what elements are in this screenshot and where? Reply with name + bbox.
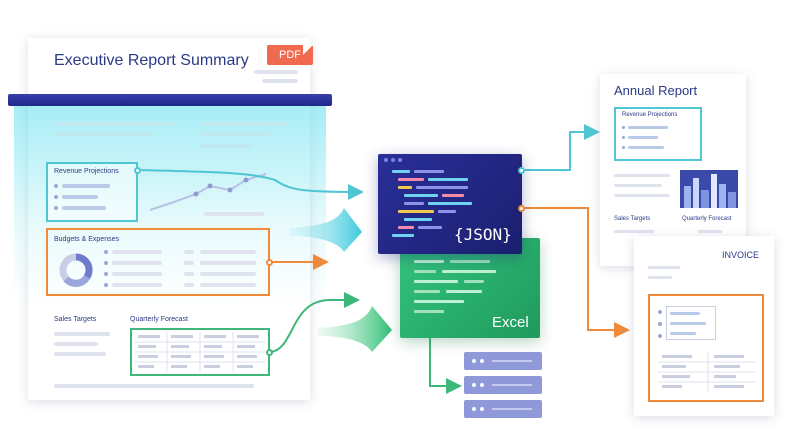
text-line xyxy=(54,122,174,126)
server-icon xyxy=(464,400,542,418)
connector-dot xyxy=(518,205,525,212)
revenue-projections-box xyxy=(46,162,138,222)
forecast-table-grid xyxy=(134,332,266,372)
scanner-bar xyxy=(8,94,332,106)
invoice-table-box xyxy=(648,294,764,402)
invoice-item-box xyxy=(666,306,716,340)
text-line xyxy=(62,206,106,210)
excel-label: Excel xyxy=(492,314,529,331)
invoice-table-grid xyxy=(658,352,756,392)
city-skyline-icon xyxy=(680,170,738,208)
text-line xyxy=(62,195,98,199)
server-icon xyxy=(464,376,542,394)
annual-revenue-box xyxy=(614,107,702,161)
connector-dot xyxy=(518,167,525,174)
text-line xyxy=(200,144,250,148)
revenue-projections-label: Revenue Projections xyxy=(54,168,119,175)
annual-report-title: Annual Report xyxy=(614,83,698,98)
text-line xyxy=(112,272,162,276)
text-line xyxy=(54,332,110,336)
text-line xyxy=(112,283,162,287)
text-line xyxy=(200,132,270,136)
city-image xyxy=(680,170,738,208)
text-line xyxy=(54,132,154,136)
text-line xyxy=(204,212,264,216)
budgets-expenses-label: Budgets & Expenses xyxy=(54,236,119,243)
json-label: {JSON} xyxy=(454,225,512,244)
connector-dot xyxy=(266,349,273,356)
text-line xyxy=(62,184,110,188)
annual-forecast-label: Quarterly Forecast xyxy=(682,216,732,222)
quarterly-forecast-label: Quarterly Forecast xyxy=(130,316,188,323)
excel-panel xyxy=(400,238,540,338)
invoice-title: INVOICE xyxy=(722,250,760,260)
revenue-line-chart xyxy=(149,173,267,211)
donut-chart-icon xyxy=(59,253,93,287)
header-line xyxy=(254,70,298,74)
text-line xyxy=(112,261,162,265)
pdf-icon: PDF xyxy=(267,45,313,65)
annual-sales-label: Sales Targets xyxy=(614,216,651,222)
pdf-icon-fold xyxy=(303,45,313,55)
json-panel xyxy=(378,154,522,254)
text-line xyxy=(200,122,290,126)
connector-dot xyxy=(134,167,141,174)
text-line xyxy=(54,384,254,388)
text-line xyxy=(54,352,106,356)
server-icon xyxy=(464,352,542,370)
connector-dot xyxy=(266,259,273,266)
header-line xyxy=(262,79,298,83)
text-line xyxy=(54,342,98,346)
sales-targets-label: Sales Targets xyxy=(54,316,97,323)
text-line xyxy=(112,250,162,254)
annual-revenue-label: Revenue Projections xyxy=(622,112,678,118)
executive-report-title: Executive Report Summary xyxy=(54,52,249,69)
